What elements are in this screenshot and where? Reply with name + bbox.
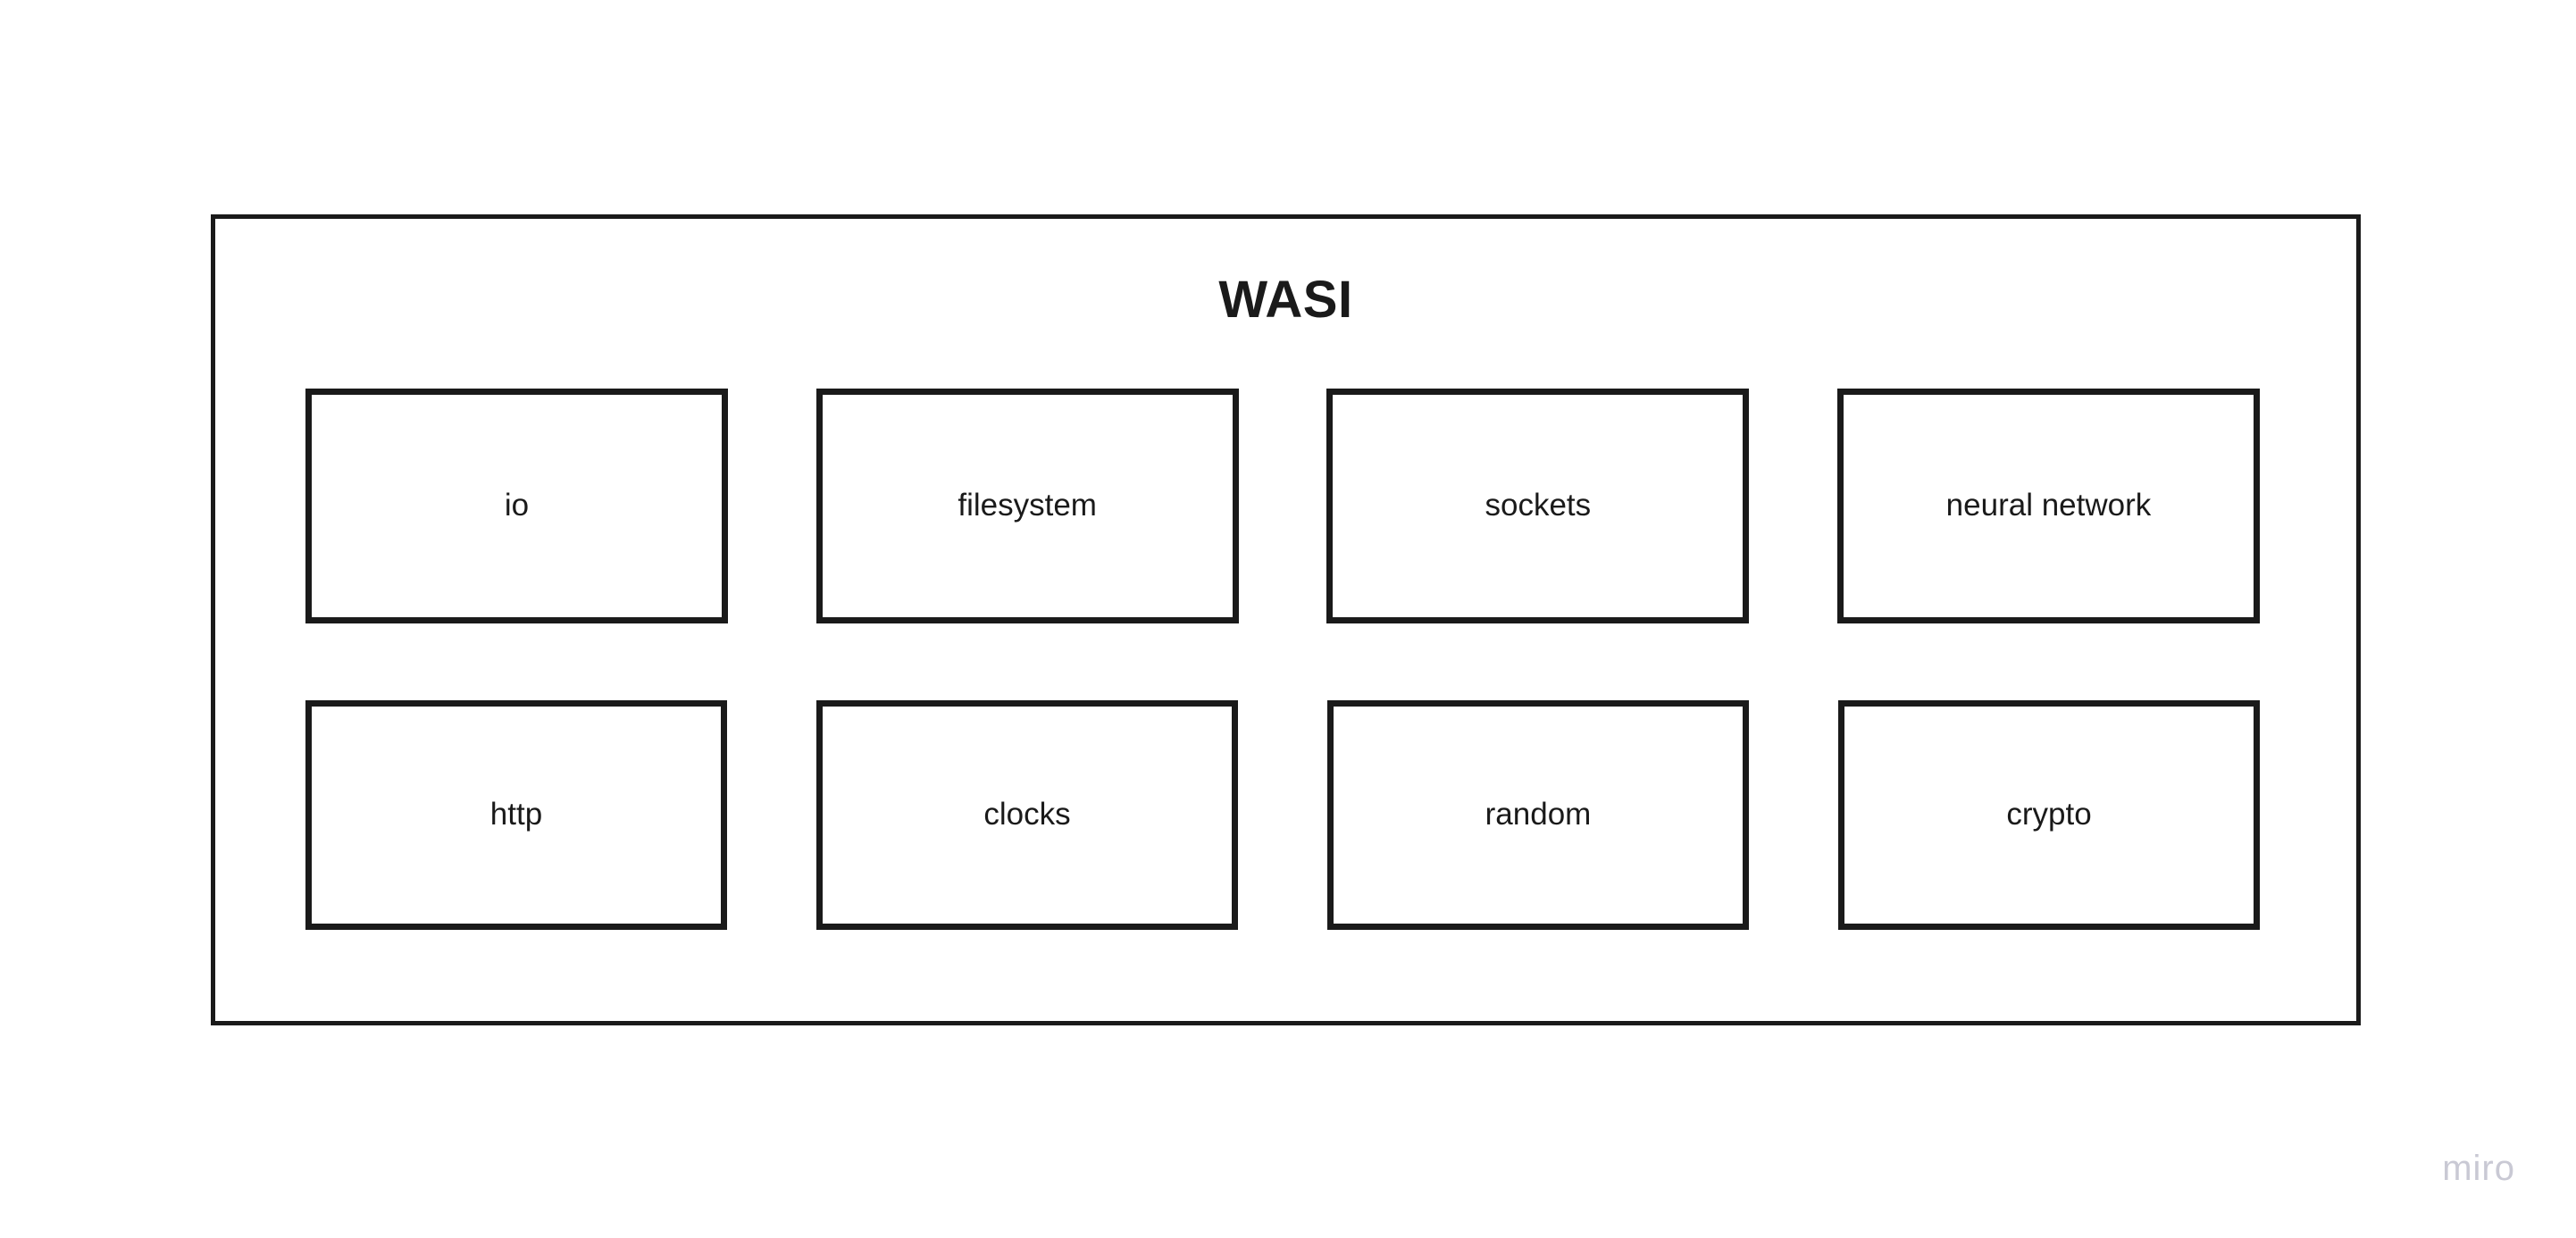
module-label: sockets [1485, 488, 1592, 523]
page-title: WASI [1218, 271, 1353, 329]
module-row-bottom: http clocks random crypto [305, 700, 2260, 930]
module-label: io [504, 488, 530, 523]
module-box-neural-network[interactable]: neural network [1836, 389, 2260, 623]
module-label: random [1485, 797, 1592, 832]
module-label: clocks [983, 797, 1071, 832]
module-box-crypto[interactable]: crypto [1838, 700, 2260, 930]
module-box-clocks[interactable]: clocks [816, 700, 1238, 930]
miro-watermark: miro [2442, 1149, 2515, 1188]
module-label: http [489, 797, 543, 832]
wasi-container: WASI io filesystem sockets neural networ… [211, 214, 2361, 1025]
module-row-top: io filesystem sockets neural network [305, 389, 2260, 623]
module-label: filesystem [958, 488, 1097, 523]
module-box-sockets[interactable]: sockets [1326, 389, 1750, 623]
module-box-filesystem[interactable]: filesystem [815, 389, 1239, 623]
module-label: crypto [2006, 797, 2092, 832]
module-box-random[interactable]: random [1327, 700, 1749, 930]
module-box-io[interactable]: io [305, 389, 728, 623]
module-box-http[interactable]: http [305, 700, 727, 930]
module-label: neural network [1945, 488, 2152, 523]
